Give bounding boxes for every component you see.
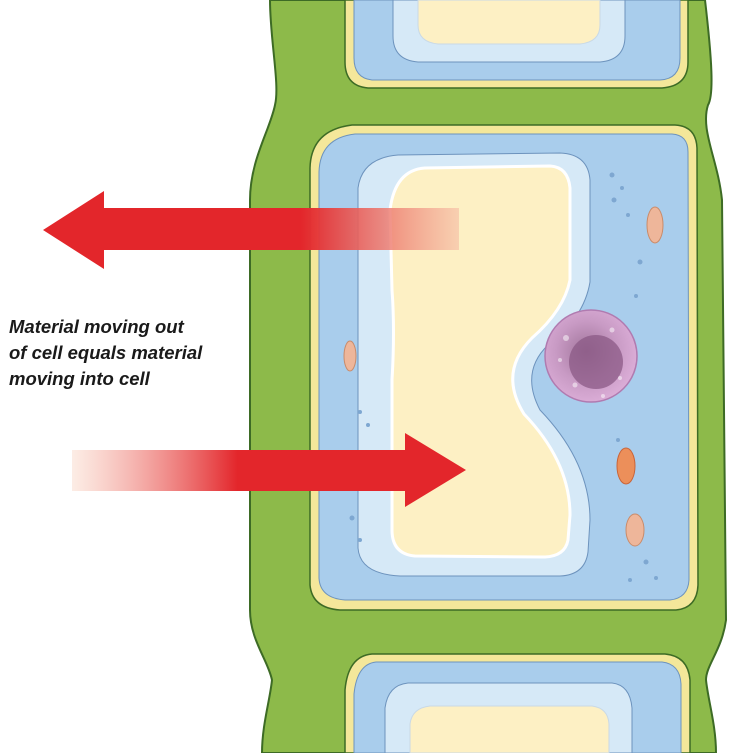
chloroplast <box>626 514 644 546</box>
caption-line: Material moving out <box>9 314 269 340</box>
middle-cell <box>310 125 698 610</box>
caption-line: of cell equals material <box>9 340 269 366</box>
caption: Material moving out of cell equals mater… <box>9 314 269 392</box>
top-cell <box>345 0 688 88</box>
caption-line: moving into cell <box>9 366 269 392</box>
chloroplast <box>344 341 356 371</box>
bottom-cell <box>345 654 690 753</box>
nucleolus <box>569 335 623 389</box>
chloroplast <box>647 207 663 243</box>
mitochondrion <box>617 448 635 484</box>
